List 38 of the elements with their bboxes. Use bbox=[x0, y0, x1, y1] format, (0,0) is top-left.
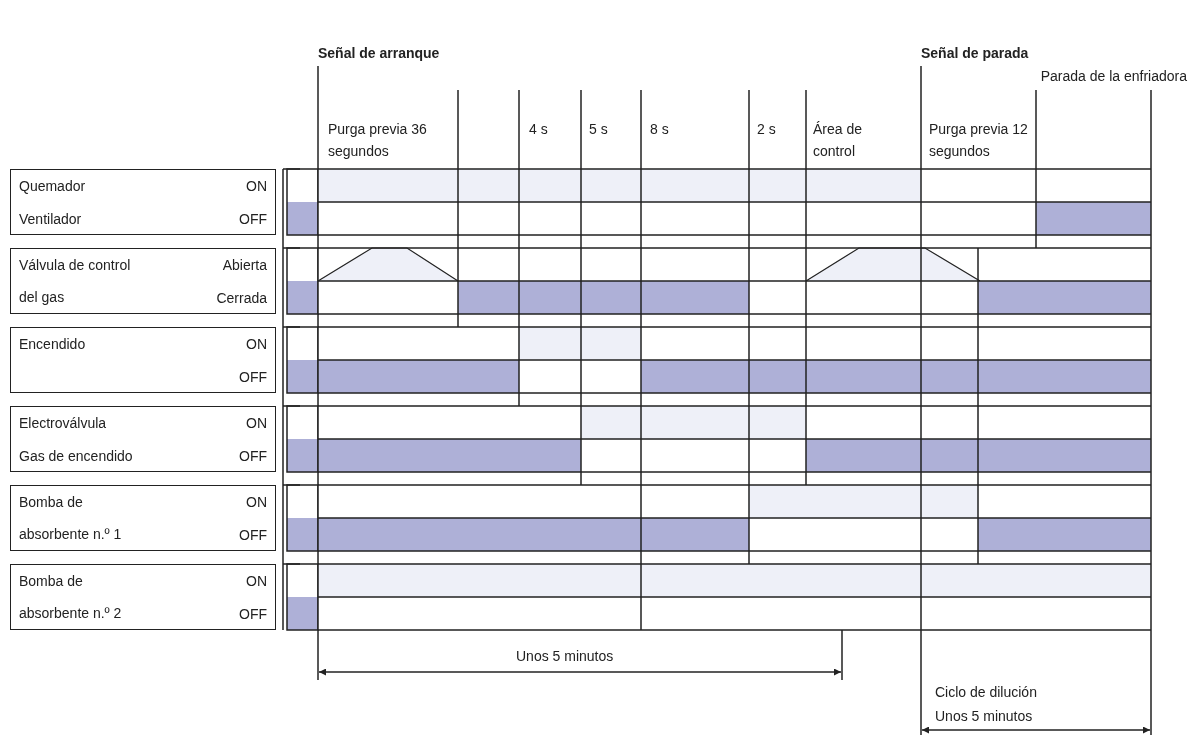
state-label: ON bbox=[246, 493, 267, 512]
signal-name: Bomba de absorbente n.º 1 bbox=[19, 493, 123, 544]
duration-label: 4 s bbox=[529, 120, 548, 139]
duration-label: 8 s bbox=[650, 120, 669, 139]
state-label: OFF bbox=[239, 210, 267, 229]
state-label: OFF bbox=[239, 368, 267, 387]
phase-label: Purga previa 12 segundos bbox=[929, 120, 1029, 161]
signal-name: Bomba de absorbente n.º 2 bbox=[19, 572, 123, 623]
state-label: OFF bbox=[239, 526, 267, 545]
duration-label: 5 s bbox=[589, 120, 608, 139]
signal-name: Quemador bbox=[19, 177, 86, 196]
duration-label: Unos 5 minutos bbox=[935, 707, 1033, 726]
signal-label-box bbox=[10, 485, 276, 551]
state-label: Cerrada bbox=[216, 289, 267, 308]
state-label: Abierta bbox=[222, 256, 267, 275]
signal-name: Gas de encendido bbox=[19, 447, 133, 466]
event-label: Parada de la enfriadora bbox=[1040, 67, 1187, 86]
signal-name: Válvula de control del gas bbox=[19, 256, 132, 307]
state-label: ON bbox=[246, 177, 267, 196]
signal-heading: Señal de parada bbox=[921, 44, 1029, 63]
state-label: OFF bbox=[239, 605, 267, 624]
signal-label-box bbox=[10, 248, 276, 314]
signal-name: Ventilador bbox=[19, 210, 82, 229]
state-label: ON bbox=[246, 335, 267, 354]
signal-label-box bbox=[10, 327, 276, 393]
signal-heading: Señal de arranque bbox=[318, 44, 440, 63]
phase-label: Área de control bbox=[813, 120, 864, 161]
phase-label: Purga previa 36 segundos bbox=[328, 120, 428, 161]
state-label: ON bbox=[246, 572, 267, 591]
phase-label: Ciclo de dilución bbox=[935, 683, 1037, 702]
signal-label-box bbox=[10, 169, 276, 235]
state-label: OFF bbox=[239, 447, 267, 466]
signal-name: Electroválvula bbox=[19, 414, 107, 433]
duration-label: 2 s bbox=[757, 120, 776, 139]
signal-name: Encendido bbox=[19, 335, 86, 354]
signal-label-box bbox=[10, 564, 276, 630]
state-label: ON bbox=[246, 414, 267, 433]
signal-label-box bbox=[10, 406, 276, 472]
